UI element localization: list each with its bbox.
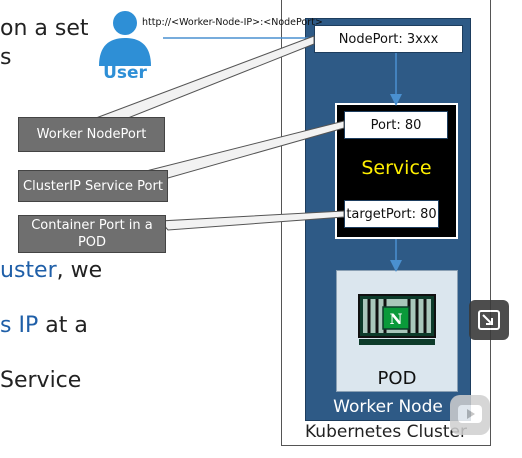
pod-label: POD xyxy=(377,368,417,389)
slide-text-line-1: on a set xyxy=(0,16,89,41)
resize-icon xyxy=(478,310,500,330)
slide-text-line-3: uster, we xyxy=(0,258,102,283)
nginx-letter: N xyxy=(390,312,403,328)
nodeport-box: NodePort: 3xxx xyxy=(314,25,463,53)
nginx-container-icon: N xyxy=(358,294,436,345)
play-icon xyxy=(458,405,482,423)
service-label: Service xyxy=(361,157,432,179)
pod-box: N POD xyxy=(336,270,458,392)
user-icon xyxy=(99,11,151,66)
slide-text-line-5: Service xyxy=(0,368,82,393)
slide-text-line-4: s IP at a xyxy=(0,313,88,338)
user-label: User xyxy=(103,63,147,83)
port-label: Port: 80 xyxy=(370,117,422,133)
callout-container-port: Container Port in a POD xyxy=(18,215,166,253)
kubernetes-cluster-label: Kubernetes Cluster xyxy=(305,422,467,442)
nodeport-label: NodePort: 3xxx xyxy=(338,31,439,47)
targetport-box: targetPort: 80 xyxy=(344,200,439,228)
callout-clusterip-port: ClusterIP Service Port xyxy=(18,170,168,202)
url-label: http://<Worker-Node-IP>:<NodePort> xyxy=(142,17,323,28)
targetport-label: targetPort: 80 xyxy=(346,206,437,222)
slide-text-line-3-rest: , we xyxy=(56,258,103,283)
port-box: Port: 80 xyxy=(344,111,448,139)
callout-clusterip-port-text: ClusterIP Service Port xyxy=(23,178,163,194)
callout-worker-nodeport-text: Worker NodePort xyxy=(36,127,147,142)
worker-node-label: Worker Node xyxy=(333,397,443,417)
slide-text-line-2: s xyxy=(0,45,12,70)
slide-text-line-3-blue: uster xyxy=(0,258,57,283)
slide-text-line-4-blue: s IP xyxy=(0,313,39,338)
play-button[interactable] xyxy=(450,395,490,435)
callout-worker-nodeport: Worker NodePort xyxy=(18,117,165,152)
slide-text-line-4-rest: at a xyxy=(38,313,88,338)
callout-container-port-text: Container Port in a POD xyxy=(31,218,153,250)
resize-button[interactable] xyxy=(469,300,509,340)
